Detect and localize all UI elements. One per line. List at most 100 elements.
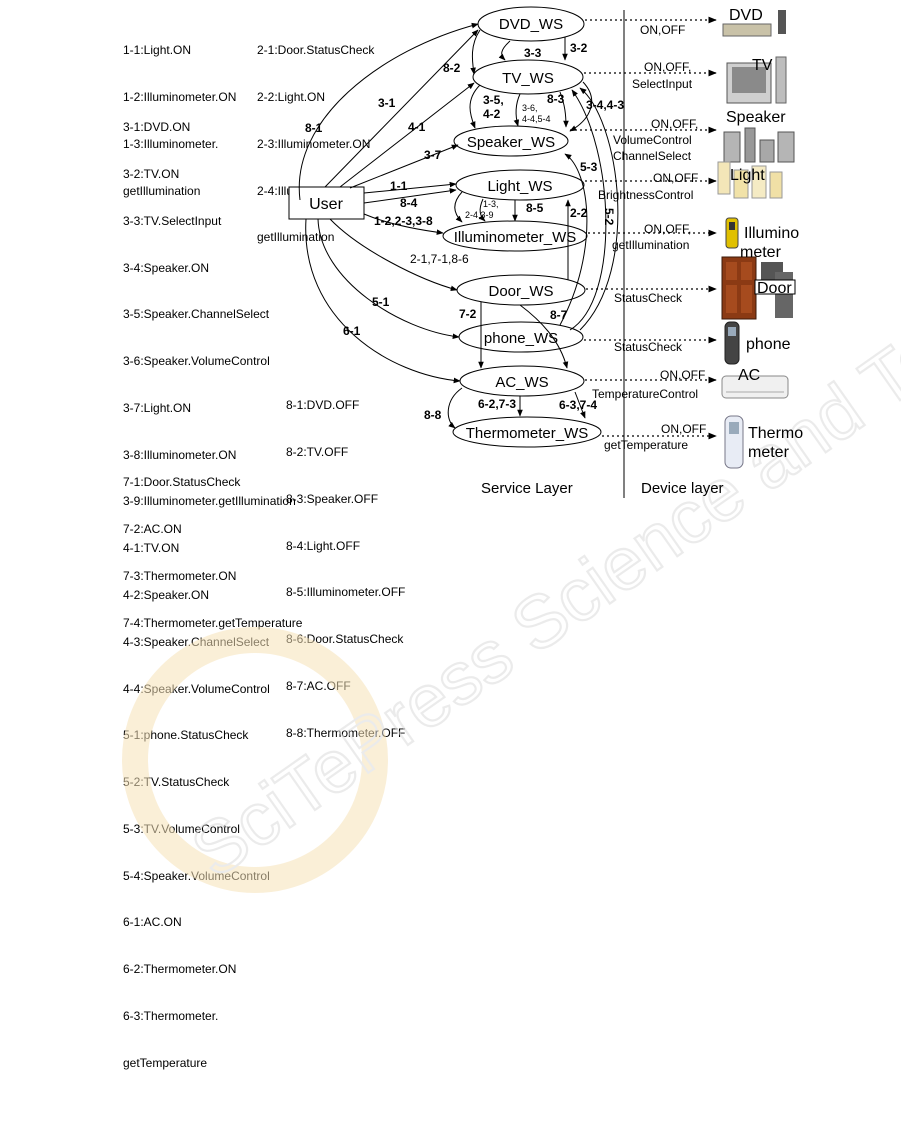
- service-light-label: Light_WS: [487, 178, 552, 195]
- service-ac-label: AC_WS: [495, 374, 548, 391]
- edge-user-light-1-1: [363, 181, 457, 194]
- device-labels: DVD TV Speaker Light Illumino meter Door…: [726, 7, 803, 461]
- step-7-1: 7-1:Door.StatusCheck: [123, 475, 241, 490]
- op-speaker-1: VolumeControl: [613, 133, 692, 147]
- edge-ac-thermo-6-3: [574, 391, 586, 419]
- step-8-4: 8-4:Light.OFF: [286, 538, 361, 553]
- edge-light-illum-2-4: [478, 198, 486, 222]
- edge-tv-speaker-3-4: [569, 81, 593, 132]
- device-label-speaker: Speaker: [726, 109, 786, 126]
- op-phone-0: StatusCheck: [614, 340, 683, 354]
- op-dvd-0: ON,OFF: [640, 23, 685, 37]
- service-phone-label: phone_WS: [484, 330, 558, 347]
- edge-label-2-1: 2-1,7-1,8-6: [410, 252, 469, 266]
- op-illum-0: ON,OFF,: [644, 222, 691, 236]
- step-2-2: 2-2:Light.ON: [257, 89, 326, 104]
- service-dvd-label: DVD_WS: [499, 16, 563, 33]
- step-2-3: 2-3:Illuminometer.ON: [257, 136, 371, 151]
- step-6-3-cont: getTemperature: [123, 1055, 208, 1070]
- user-box: [288, 186, 365, 220]
- edge-user-door-2-1: [329, 218, 458, 292]
- device-label-phone: phone: [746, 336, 791, 353]
- edge-label-8-3: 8-3: [547, 92, 565, 106]
- edge-tv-speaker-8-3: [559, 91, 569, 128]
- service-illuminometer: Illuminometer_WS: [442, 220, 588, 252]
- edge-user-dvd-3-1: [324, 29, 479, 188]
- device-label-tv: TV: [752, 57, 773, 74]
- edge-dvd-tv-3-3: [498, 40, 511, 61]
- speaker-icon: [723, 127, 795, 163]
- edge-phone-tv-5-3: [579, 87, 619, 331]
- service-thermometer: Thermometer_WS: [452, 416, 602, 448]
- phone-icon: [724, 321, 740, 365]
- edge-label-6-2: 6-2,7-3: [478, 397, 516, 411]
- step-3-3: 3-3:TV.SelectInput: [123, 213, 222, 228]
- op-light-1: BrightnessControl: [598, 188, 693, 202]
- edge-label-6-3: 6-3,7-4: [559, 398, 597, 412]
- op-thermo-1: getTemperature: [604, 438, 688, 452]
- step-6-1: 6-1:AC.ON: [123, 915, 182, 930]
- step-8-1: 8-1:DVD.OFF: [286, 398, 360, 413]
- step-2-1: 2-1:Door.StatusCheck: [257, 43, 375, 58]
- edge-label-3-7: 3-7: [424, 148, 442, 162]
- edge-door-ac-8-7: [519, 304, 569, 369]
- edge-label-8-2: 8-2: [443, 61, 461, 75]
- step-8-5: 8-5:Illuminometer.OFF: [286, 585, 406, 600]
- edge-label-7-2: 7-2: [459, 307, 477, 321]
- edge-label-5-1: 5-1: [372, 295, 390, 309]
- edge-tv-speaker-3-6: [513, 93, 521, 127]
- step-7-4: 7-4:Thermometer.getTemperature: [123, 615, 303, 630]
- step-3-5: 3-5:Speaker.ChannelSelect: [123, 307, 270, 322]
- edge-label-8-5: 8-5: [526, 201, 544, 215]
- service-dvd: DVD_WS: [477, 6, 585, 42]
- step-1-3-cont: getIllumination: [123, 183, 201, 198]
- step-3-2: 3-2:TV.ON: [123, 166, 180, 181]
- service-phone: phone_WS: [458, 321, 584, 353]
- op-door-0: StatusCheck: [614, 291, 683, 305]
- service-edges: [447, 37, 619, 429]
- edge-dvd-tv-8-2: [470, 29, 481, 75]
- step-7-2: 7-2:AC.ON: [123, 521, 182, 536]
- illuminometer-icon: [725, 217, 739, 249]
- edge-label-5-2: 5-2: [602, 208, 616, 226]
- service-door-label: Door_WS: [488, 283, 553, 300]
- op-tv-1: SelectInput: [632, 77, 693, 91]
- op-illum-1: getIllumination: [612, 238, 689, 252]
- service-tv: TV_WS: [472, 59, 584, 95]
- step-6-3: 6-3:Thermometer.: [123, 1009, 219, 1024]
- op-speaker-2: ChannelSelect: [613, 149, 692, 163]
- edge-label-group: 3-1 8-1 8-2 4-1 3-7 1-1 8-4 1-2,2-3,3-8 …: [305, 41, 624, 422]
- step-1-1: 1-1:Light.ON: [123, 43, 192, 58]
- step-list-left-main: 3-1:DVD.ON 3-2:TV.ON 3-3:TV.SelectInput …: [123, 89, 296, 1087]
- op-speaker-0: ON,OFF,: [651, 117, 698, 131]
- step-1-2: 1-2:Illuminometer.ON: [123, 89, 237, 104]
- service-speaker-label: Speaker_WS: [467, 134, 555, 151]
- light-icon: [717, 161, 783, 199]
- service-layer-label: Service Layer: [481, 480, 573, 497]
- device-label-light: Light: [730, 167, 765, 184]
- op-tv-0: ON,OFF,: [644, 60, 691, 74]
- step-list-left: 1-1:Light.ON 1-2:Illuminometer.ON 1-3:Il…: [123, 12, 236, 215]
- edge-label-4-2: 4-2: [483, 107, 501, 121]
- edge-user-illum-1-2: [363, 213, 444, 235]
- tv-icon: [726, 56, 787, 104]
- edge-user-speaker-3-7: [349, 144, 459, 189]
- op-ac-1: TemperatureControl: [592, 387, 698, 401]
- edge-label-8-8: 8-8: [424, 408, 442, 422]
- device-label-door: Door: [757, 280, 792, 297]
- edge-label-3-1: 3-1: [378, 96, 396, 110]
- step-7-3: 7-3:Thermometer.ON: [123, 568, 237, 583]
- edge-label-4-4: 4-4,5-4: [522, 114, 551, 124]
- edge-label-6-1: 6-1: [343, 324, 361, 338]
- edge-label-4-1: 4-1: [408, 120, 426, 134]
- op-light-0: ON,OFF: [653, 171, 698, 185]
- device-label-illum-a: Illumino: [744, 225, 799, 242]
- service-illuminometer-label: Illuminometer_WS: [454, 229, 577, 246]
- device-label-dvd: DVD: [729, 7, 763, 24]
- service-light: Light_WS: [455, 169, 585, 201]
- service-door: Door_WS: [456, 274, 586, 306]
- step-3-7: 3-7:Light.ON: [123, 400, 192, 415]
- step-list-right-bottom: 8-1:DVD.OFF 8-2:TV.OFF 8-3:Speaker.OFF 8…: [286, 367, 405, 757]
- device-label-thermo-b: meter: [748, 444, 790, 461]
